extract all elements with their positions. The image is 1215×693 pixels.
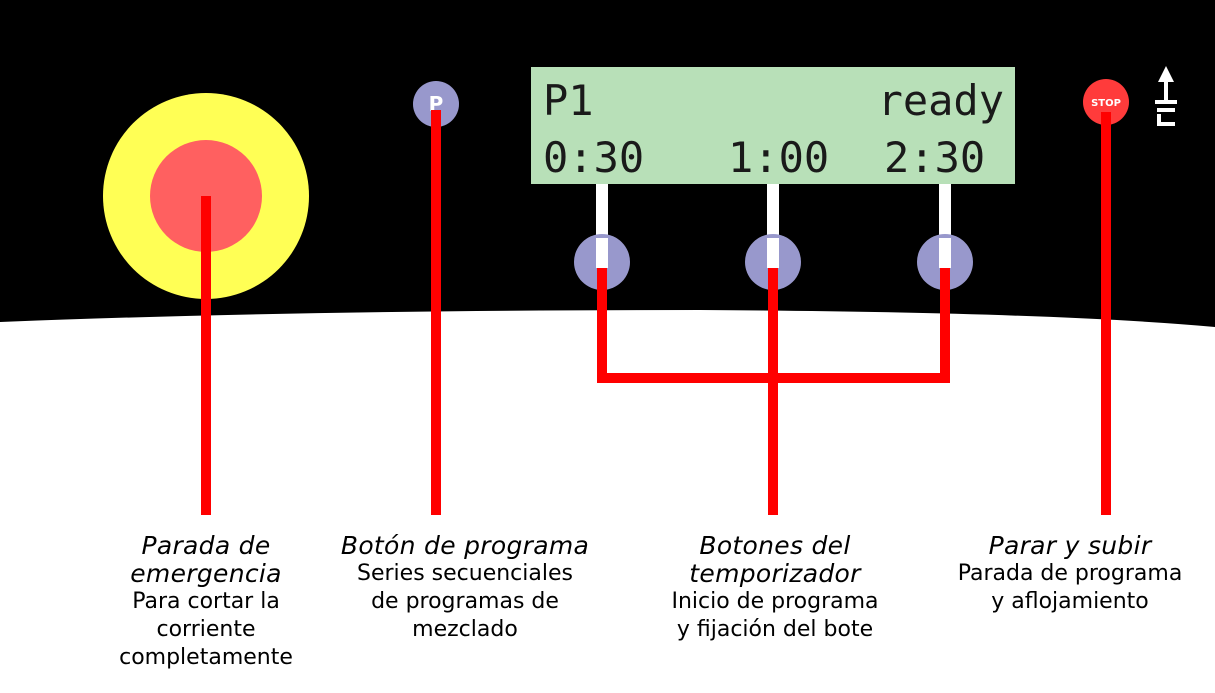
emergency-label: Parada de emergencia Para cortar la corr… (36, 532, 376, 672)
leader-program (431, 110, 441, 515)
program-desc-line-2: de programas de (371, 589, 559, 614)
program-button[interactable] (413, 81, 459, 127)
stop-button[interactable] (1083, 79, 1129, 125)
leader-stop (1101, 112, 1111, 515)
emergency-title-line-1: Parada de (141, 531, 271, 560)
leader-timer-bridge (597, 373, 950, 383)
timers-desc-line-1: Inicio de programa (671, 589, 879, 614)
leader-timer-3 (940, 268, 950, 382)
emergency-desc-line-1: Para cortar la (132, 589, 280, 614)
timers-title-line-2: temporizador (689, 559, 861, 588)
stop-desc-line-2: y aflojamiento (991, 589, 1149, 614)
emergency-desc-line-3: completamente (119, 645, 293, 670)
emergency-title-line-2: emergencia (130, 559, 282, 588)
stop-desc-line-1: Parada de programa (957, 561, 1183, 586)
timers-desc-line-2: y fijación del bote (676, 617, 874, 642)
lcd-time-1: 0:30 (543, 133, 644, 182)
lcd-time-3: 2:30 (884, 133, 985, 182)
leader-lines (201, 110, 1111, 515)
raise-lift-icon (1155, 66, 1177, 126)
lcd-status-text: ready (878, 76, 1004, 125)
timer-connector-2-lower (767, 238, 779, 268)
program-title-line-1: Botón de programa (340, 531, 590, 560)
program-desc-line-3: mezclado (412, 617, 518, 642)
lcd-display (531, 67, 1015, 184)
lcd-program-text: P1 (543, 76, 594, 125)
lcd-time-2: 1:00 (728, 133, 829, 182)
program-label: Botón de programa Series secuenciales de… (300, 532, 630, 644)
leader-timer-2 (768, 268, 778, 515)
stop-button-label: STOP (1091, 98, 1121, 109)
emergency-desc-line-2: corriente (156, 617, 256, 642)
stop-title-line-1: Parar y subir (988, 531, 1152, 560)
stop-label: Parar y subir Parada de programa y afloj… (930, 532, 1210, 616)
timers-label: Botones del temporizador Inicio de progr… (620, 532, 930, 644)
program-desc-line-1: Series secuenciales (357, 561, 573, 586)
leader-timer-1 (597, 268, 607, 382)
leader-emergency (201, 196, 211, 515)
timer-connector-1-lower (596, 238, 608, 268)
timer-connector-3-lower (939, 238, 951, 268)
timers-title-line-1: Botones del (699, 531, 851, 560)
